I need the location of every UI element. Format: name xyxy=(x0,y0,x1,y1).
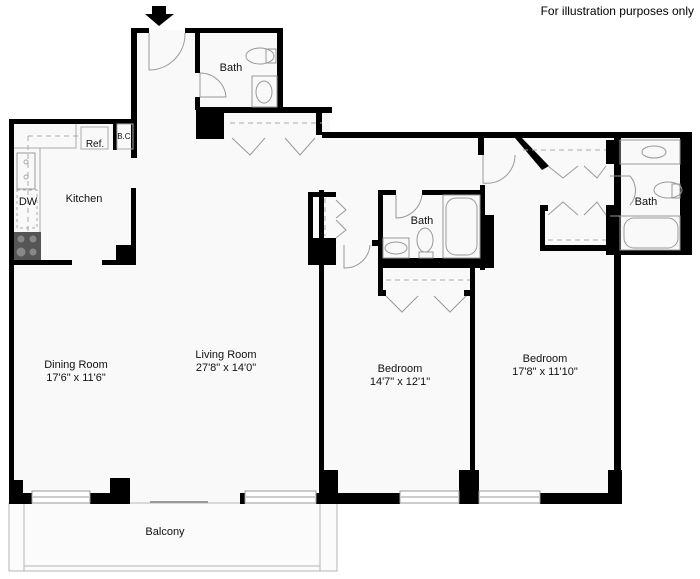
walls xyxy=(9,28,692,504)
dining-room-dims: 17'6" x 11'6" xyxy=(46,372,106,384)
dining-room-label: Dining Room xyxy=(44,359,108,371)
room-labels: Kitchen Ref. B.C. DW Dining Room 17'6" x… xyxy=(19,62,657,538)
door-swings xyxy=(148,32,636,313)
dashed-guides xyxy=(27,122,606,281)
dishwasher-label: DW xyxy=(19,196,38,208)
entry-bath-label: Bath xyxy=(220,62,243,74)
balcony-label: Balcony xyxy=(145,526,185,538)
kitchen-label: Kitchen xyxy=(66,193,103,205)
bedroom-1-label: Bedroom xyxy=(378,363,423,375)
floor-areas xyxy=(12,30,690,502)
stove-icon xyxy=(14,232,41,260)
master-bath-label: Bath xyxy=(635,196,658,208)
bath-fixtures xyxy=(245,47,683,259)
broom-closet-label: B.C. xyxy=(117,132,133,141)
bedroom-2-label: Bedroom xyxy=(523,353,568,365)
ref-label: Ref. xyxy=(86,139,104,150)
bedroom-1-dims: 14'7" x 12'1" xyxy=(370,376,430,388)
living-room-label: Living Room xyxy=(195,349,256,361)
windows xyxy=(31,490,541,504)
entry-arrow-icon xyxy=(145,6,174,26)
living-room-dims: 27'8" x 14'0" xyxy=(196,362,256,374)
bedroom-2-dims: 17'8" x 11'10" xyxy=(512,366,578,378)
kitchen-fixtures xyxy=(14,123,134,260)
disclaimer-note: For illustration purposes only xyxy=(540,4,694,18)
center-bath-label: Bath xyxy=(411,215,434,227)
